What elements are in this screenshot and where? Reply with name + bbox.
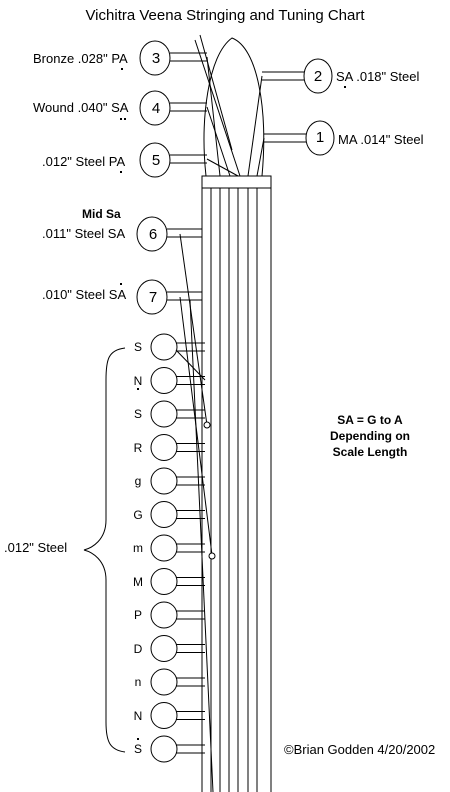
- label-peg-6: .011" Steel SA: [42, 226, 126, 241]
- tuning-peg-7: [305, 120, 335, 156]
- sympathetic-peg-5: [150, 467, 178, 495]
- octave-dot: [137, 738, 139, 740]
- note-label: M: [133, 574, 143, 589]
- string-path: [206, 158, 239, 177]
- note-label: R: [133, 440, 143, 455]
- peg-number-1: 1: [315, 129, 325, 146]
- tuning-peg-2: [139, 90, 171, 126]
- peg-number-2: 2: [313, 68, 323, 85]
- peg-number-6: 6: [148, 226, 158, 243]
- string-path: [199, 34, 233, 151]
- string-path: [206, 106, 231, 177]
- sympathetic-peg-13: [150, 735, 178, 763]
- pegbox: [203, 37, 265, 177]
- octave-dot: [120, 171, 122, 173]
- label-peg-3: Bronze .028" PA: [33, 51, 128, 66]
- label-peg-4: Wound .040" SA: [33, 100, 129, 115]
- brace: [83, 347, 126, 753]
- sympathetic-string: [175, 349, 206, 381]
- guide-pin: [208, 552, 216, 560]
- note-label: G: [133, 507, 143, 522]
- note-label: m: [133, 541, 143, 555]
- sympathetic-peg-4: [150, 434, 178, 461]
- chart-title: Vichitra Veena Stringing and Tuning Char…: [85, 7, 365, 24]
- peg-number-7: 7: [148, 289, 158, 306]
- note-label: S: [133, 742, 142, 756]
- octave-dot: [137, 387, 139, 390]
- string-path: [256, 137, 265, 177]
- sympathetic-peg-8: [150, 568, 178, 595]
- sympathetic-peg-9: [150, 601, 178, 629]
- sympathetic-peg-10: [150, 635, 178, 662]
- note-label: D: [133, 641, 143, 656]
- string-path: [194, 39, 241, 177]
- octave-dot: [344, 86, 346, 88]
- peg-number-3: 3: [151, 50, 161, 67]
- info-sa-range: SA = G to A: [337, 413, 403, 427]
- sympathetic-peg-11: [150, 668, 178, 696]
- sympathetic-peg-6: [150, 501, 178, 528]
- note-label: n: [134, 675, 142, 689]
- label-sympathetic-gauge: .012" Steel: [4, 540, 68, 555]
- tuning-peg-3: [139, 142, 171, 178]
- octave-dot: [121, 68, 123, 70]
- label-peg-1: MA .014" Steel: [338, 132, 424, 147]
- note-label: S: [133, 340, 142, 354]
- sympathetic-peg-1: [150, 333, 178, 361]
- sympathetic-string: [179, 233, 208, 426]
- tuning-peg-4: [136, 216, 168, 252]
- copyright-text: ©Brian Godden 4/20/2002: [284, 742, 436, 757]
- sympathetic-peg-12: [150, 702, 178, 729]
- note-label: P: [133, 608, 142, 622]
- nut: [201, 175, 272, 189]
- note-label: N: [133, 708, 143, 723]
- sympathetic-peg-7: [150, 534, 178, 562]
- label-peg-2: SA .018" Steel: [336, 69, 420, 84]
- string-path: [247, 75, 263, 177]
- sympathetic-peg-2: [150, 367, 178, 394]
- tuning-peg-5: [136, 279, 168, 315]
- tuning-peg-1: [139, 40, 171, 76]
- sympathetic-string: [189, 299, 214, 792]
- sympathetic-peg-3: [150, 400, 178, 428]
- octave-dot: [120, 118, 122, 120]
- info-depending: Depending on: [330, 429, 410, 443]
- label-peg-7: .010" Steel SA: [42, 287, 127, 302]
- label-mid-sa: Mid Sa: [82, 207, 121, 221]
- octave-dot: [120, 283, 122, 285]
- guide-pin: [203, 421, 211, 429]
- string-path: [206, 56, 221, 177]
- note-label: N: [133, 373, 143, 388]
- peg-number-5: 5: [151, 152, 161, 169]
- note-label: g: [134, 474, 142, 488]
- peg-number-4: 4: [151, 100, 161, 117]
- label-peg-5: .012" Steel PA: [42, 154, 126, 169]
- note-label: S: [133, 407, 142, 421]
- tuning-peg-6: [303, 58, 333, 94]
- octave-dot: [124, 118, 126, 120]
- info-scale-length: Scale Length: [332, 445, 408, 459]
